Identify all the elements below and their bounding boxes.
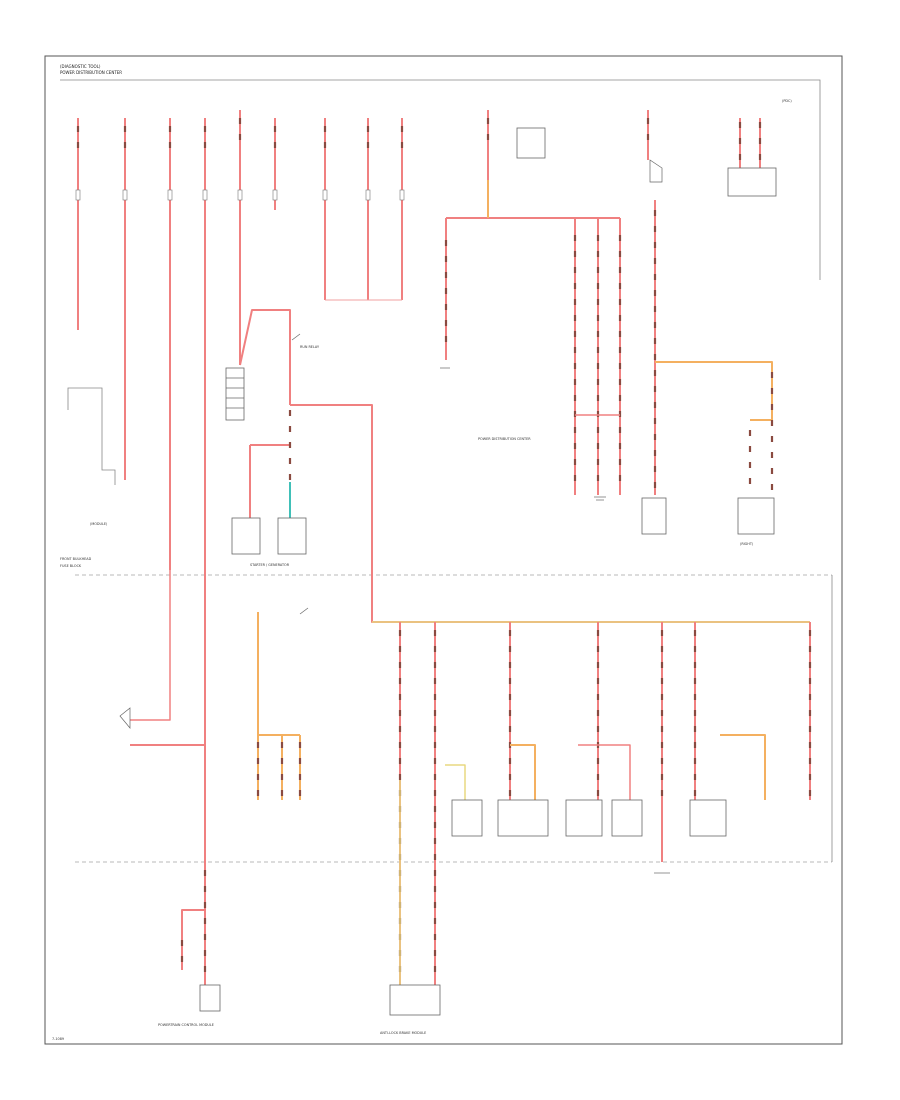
module-label: (MODULE) (90, 522, 108, 526)
diagram-frame (44, 55, 843, 1045)
header-line-2: POWER DISTRIBUTION CENTER (60, 70, 122, 75)
top-bracket (60, 79, 821, 280)
wire (445, 764, 466, 800)
component-box (737, 497, 775, 535)
header-line-1: (DIAGNOSTIC TOOL) (60, 64, 101, 69)
component-box (516, 127, 546, 159)
fuse-icon (365, 189, 371, 201)
component-box (727, 167, 777, 197)
wire (257, 612, 300, 736)
fuse-icon (75, 189, 81, 201)
wire (510, 744, 536, 800)
component-box (451, 799, 483, 837)
fuse-icon (202, 189, 208, 201)
wire (578, 744, 631, 800)
component-box (611, 799, 643, 837)
run-relay-label: RUN RELAY (300, 345, 320, 349)
fuse-coil (225, 367, 245, 421)
fuse-icon (272, 189, 278, 201)
wire (239, 309, 291, 405)
wire-layer (75, 110, 812, 1000)
pdc-junction-label: POWER DISTRIBUTION CENTER (478, 437, 531, 441)
fuse-icon (237, 189, 243, 201)
right-label: (RIGHT) (740, 542, 754, 546)
component-box (641, 497, 667, 535)
relay-switch-icon (119, 159, 663, 729)
component-box (389, 984, 441, 1016)
fuse-icon (322, 189, 328, 201)
starter-label: STARTER / GENERATOR (250, 563, 290, 567)
fuse-icon (399, 189, 405, 201)
footer-left-label: POWERTRAIN CONTROL MODULE (158, 1023, 214, 1027)
component-box (689, 799, 727, 837)
component-box (199, 984, 221, 1012)
wire (181, 909, 205, 970)
component-box (565, 799, 603, 837)
front-block-label: FRONT BULKHEAD (60, 557, 92, 561)
fuse-block-label: FUSE BLOCK (60, 564, 82, 568)
fuse-icon (122, 189, 128, 201)
wire (720, 734, 766, 800)
component-box (277, 517, 307, 555)
header-corner-label: (PDC) (782, 99, 792, 103)
wire (290, 404, 810, 623)
module-bracket (67, 387, 116, 485)
fuse-icon (167, 189, 173, 201)
component-box (497, 799, 549, 837)
component-box (231, 517, 261, 555)
ground-icon (440, 367, 670, 874)
wire (655, 361, 773, 420)
footer-center-label: ANTI-LOCK BRAKE MODULE (380, 1031, 426, 1035)
page-ref-label: 7-1089 (52, 1037, 64, 1041)
wire (130, 570, 171, 721)
